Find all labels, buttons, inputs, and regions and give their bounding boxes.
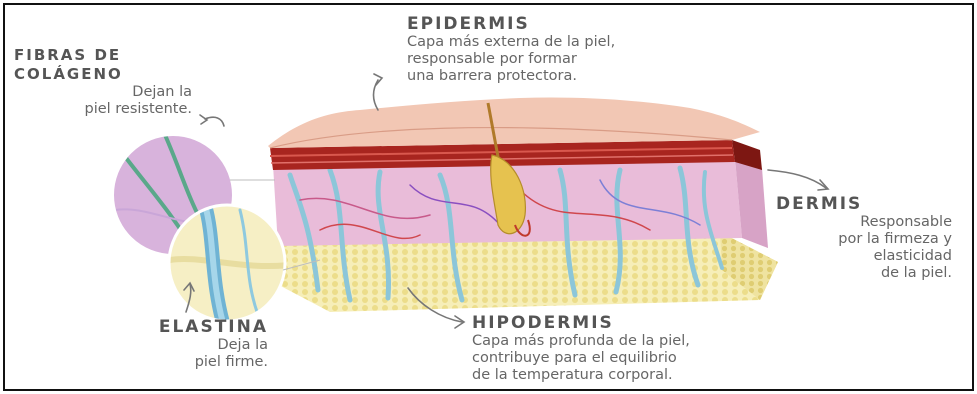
label-fibras-title: COLÁGENO bbox=[14, 65, 192, 84]
arrow-dermis bbox=[768, 170, 826, 188]
arrow-fibras bbox=[205, 117, 224, 126]
label-epidermis-title: EPIDERMIS bbox=[407, 14, 615, 34]
label-dermis-line: elasticidad bbox=[776, 248, 952, 265]
label-elastina-title: ELASTINA bbox=[40, 317, 268, 337]
label-elastina-line: piel firme. bbox=[40, 354, 268, 371]
label-epidermis: EPIDERMIS Capa más externa de la piel, r… bbox=[407, 14, 615, 85]
label-hipodermis: HIPODERMIS Capa más profunda de la piel,… bbox=[472, 313, 690, 384]
label-hipodermis-line: contribuye para el equilibrio bbox=[472, 350, 690, 367]
label-elastina: ELASTINA Deja la piel firme. bbox=[40, 317, 268, 371]
label-epidermis-line: responsable por formar bbox=[407, 51, 615, 68]
label-dermis: DERMIS Responsable por la firmeza y elas… bbox=[776, 194, 952, 282]
elastin-zoom-circle bbox=[169, 205, 290, 330]
label-dermis-title: DERMIS bbox=[776, 194, 952, 214]
label-elastina-line: Deja la bbox=[40, 337, 268, 354]
label-hipodermis-line: de la temperatura corporal. bbox=[472, 367, 690, 384]
label-fibras-title: FIBRAS DE bbox=[14, 46, 192, 65]
label-fibras-line: piel resistente. bbox=[14, 101, 192, 118]
label-hipodermis-line: Capa más profunda de la piel, bbox=[472, 333, 690, 350]
epidermis-layer bbox=[268, 97, 760, 148]
label-hipodermis-title: HIPODERMIS bbox=[472, 313, 690, 333]
arrow-head bbox=[200, 115, 207, 124]
label-epidermis-line: una barrera protectora. bbox=[407, 68, 615, 85]
label-dermis-line: Responsable bbox=[776, 214, 952, 231]
label-epidermis-line: Capa más externa de la piel, bbox=[407, 34, 615, 51]
label-dermis-line: por la firmeza y bbox=[776, 231, 952, 248]
label-fibras-colageno: FIBRAS DE COLÁGENO Dejan la piel resiste… bbox=[14, 46, 192, 118]
label-dermis-line: de la piel. bbox=[776, 265, 952, 282]
label-fibras-line: Dejan la bbox=[14, 84, 192, 101]
